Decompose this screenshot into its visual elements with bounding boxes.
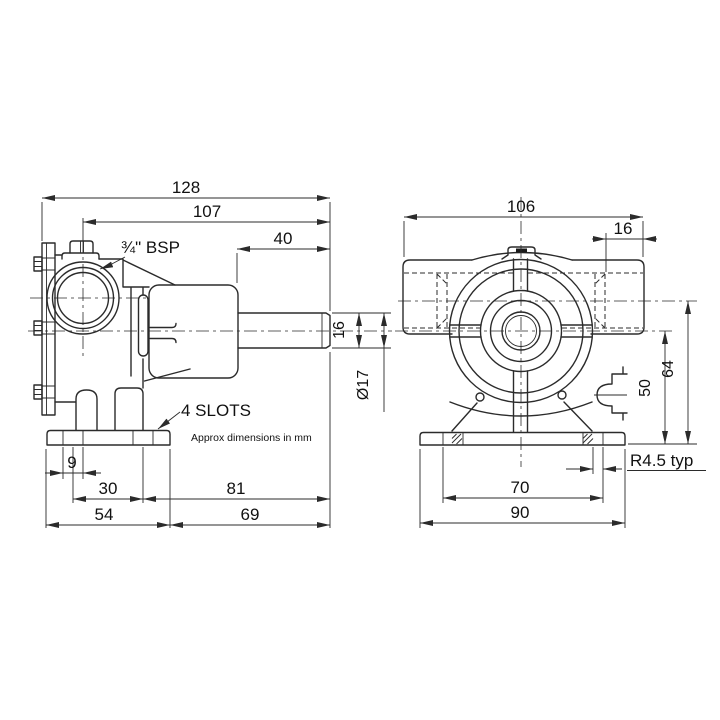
- side-bracket: [594, 366, 628, 421]
- slot-radius-callout: R4.5 typ: [566, 451, 706, 472]
- shaft: [237, 312, 331, 349]
- dim-slot-to-shaft-end: 81: [143, 479, 330, 502]
- dim-label-16-port: 16: [614, 219, 633, 238]
- dim-label-107: 107: [193, 202, 221, 221]
- dim-foot-length: 54: [46, 505, 170, 528]
- dim-label-30: 30: [99, 479, 118, 498]
- slots-label: 4 SLOTS: [181, 401, 251, 420]
- slots-callout: 4 SLOTS: [157, 401, 251, 430]
- dim-shaft-flat: 16: [331, 313, 362, 348]
- flange-bolt: [33, 384, 55, 400]
- dim-label-16-shaft: 16: [331, 321, 348, 339]
- cover-ribs: [449, 258, 593, 433]
- approx-note: Approx dimensions in mm: [191, 432, 312, 444]
- front-view: [395, 197, 697, 467]
- slot-radius-label: R4.5 typ: [630, 451, 693, 470]
- dim-foot-to-shaft-end: 69: [170, 505, 330, 528]
- cam-screw: [54, 240, 100, 260]
- dim-port-depth: 16: [592, 219, 657, 242]
- seal-housing: [137, 294, 149, 357]
- base-plate: [419, 431, 626, 446]
- dim-label-128: 128: [172, 178, 200, 197]
- dim-slot-width: 9: [45, 453, 101, 476]
- side-dimensions: 128 107 40 16 Ø17 9 30: [41, 178, 391, 528]
- top-cap: [471, 246, 573, 261]
- dim-label-54: 54: [95, 505, 114, 524]
- mounting-foot-side: [46, 358, 191, 446]
- dim-port-center-height: 64: [660, 301, 691, 444]
- dim-slot-centers: 70: [443, 478, 603, 501]
- dim-shaft-extension: 40: [237, 229, 330, 252]
- pump-body-side: [98, 258, 176, 377]
- dim-label-50: 50: [637, 379, 654, 397]
- dim-label-69: 69: [241, 505, 260, 524]
- side-view: [28, 240, 392, 446]
- side-centerlines: [28, 240, 392, 356]
- dim-slot-pitch: 30: [73, 479, 143, 502]
- dim-label-64: 64: [660, 360, 677, 378]
- front-dimensions: 106 16 50 64 70 90 R4.5 typ: [403, 197, 706, 528]
- dim-shaft-diameter: Ø17: [355, 313, 387, 412]
- dim-label-106: 106: [507, 197, 535, 216]
- dim-label-70: 70: [511, 478, 530, 497]
- flange-bolt: [33, 320, 55, 336]
- dim-label-dia17: Ø17: [355, 370, 372, 400]
- flange-plate: [41, 242, 56, 416]
- port-thread-label: ¾" BSP: [121, 238, 180, 257]
- dim-shaft-center-height: 50: [637, 331, 668, 444]
- dim-label-81: 81: [227, 479, 246, 498]
- flange-bolt: [33, 256, 55, 272]
- port-thread-callout: ¾" BSP: [99, 238, 180, 270]
- drain-boss: [557, 390, 567, 400]
- dim-label-40: 40: [274, 229, 293, 248]
- dim-label-9: 9: [67, 453, 76, 472]
- front-centerlines: [395, 197, 697, 467]
- support-struts: [451, 401, 593, 432]
- dim-overall-length: 128: [42, 178, 330, 201]
- drain-boss: [475, 392, 485, 402]
- dim-base-width: 90: [420, 503, 625, 526]
- bearing-housing: [148, 284, 239, 379]
- dim-port-center-to-shaft-end: 107: [83, 202, 330, 225]
- port-block: [402, 259, 645, 335]
- dim-label-90: 90: [511, 503, 530, 522]
- dim-overall-width: 106: [404, 197, 643, 220]
